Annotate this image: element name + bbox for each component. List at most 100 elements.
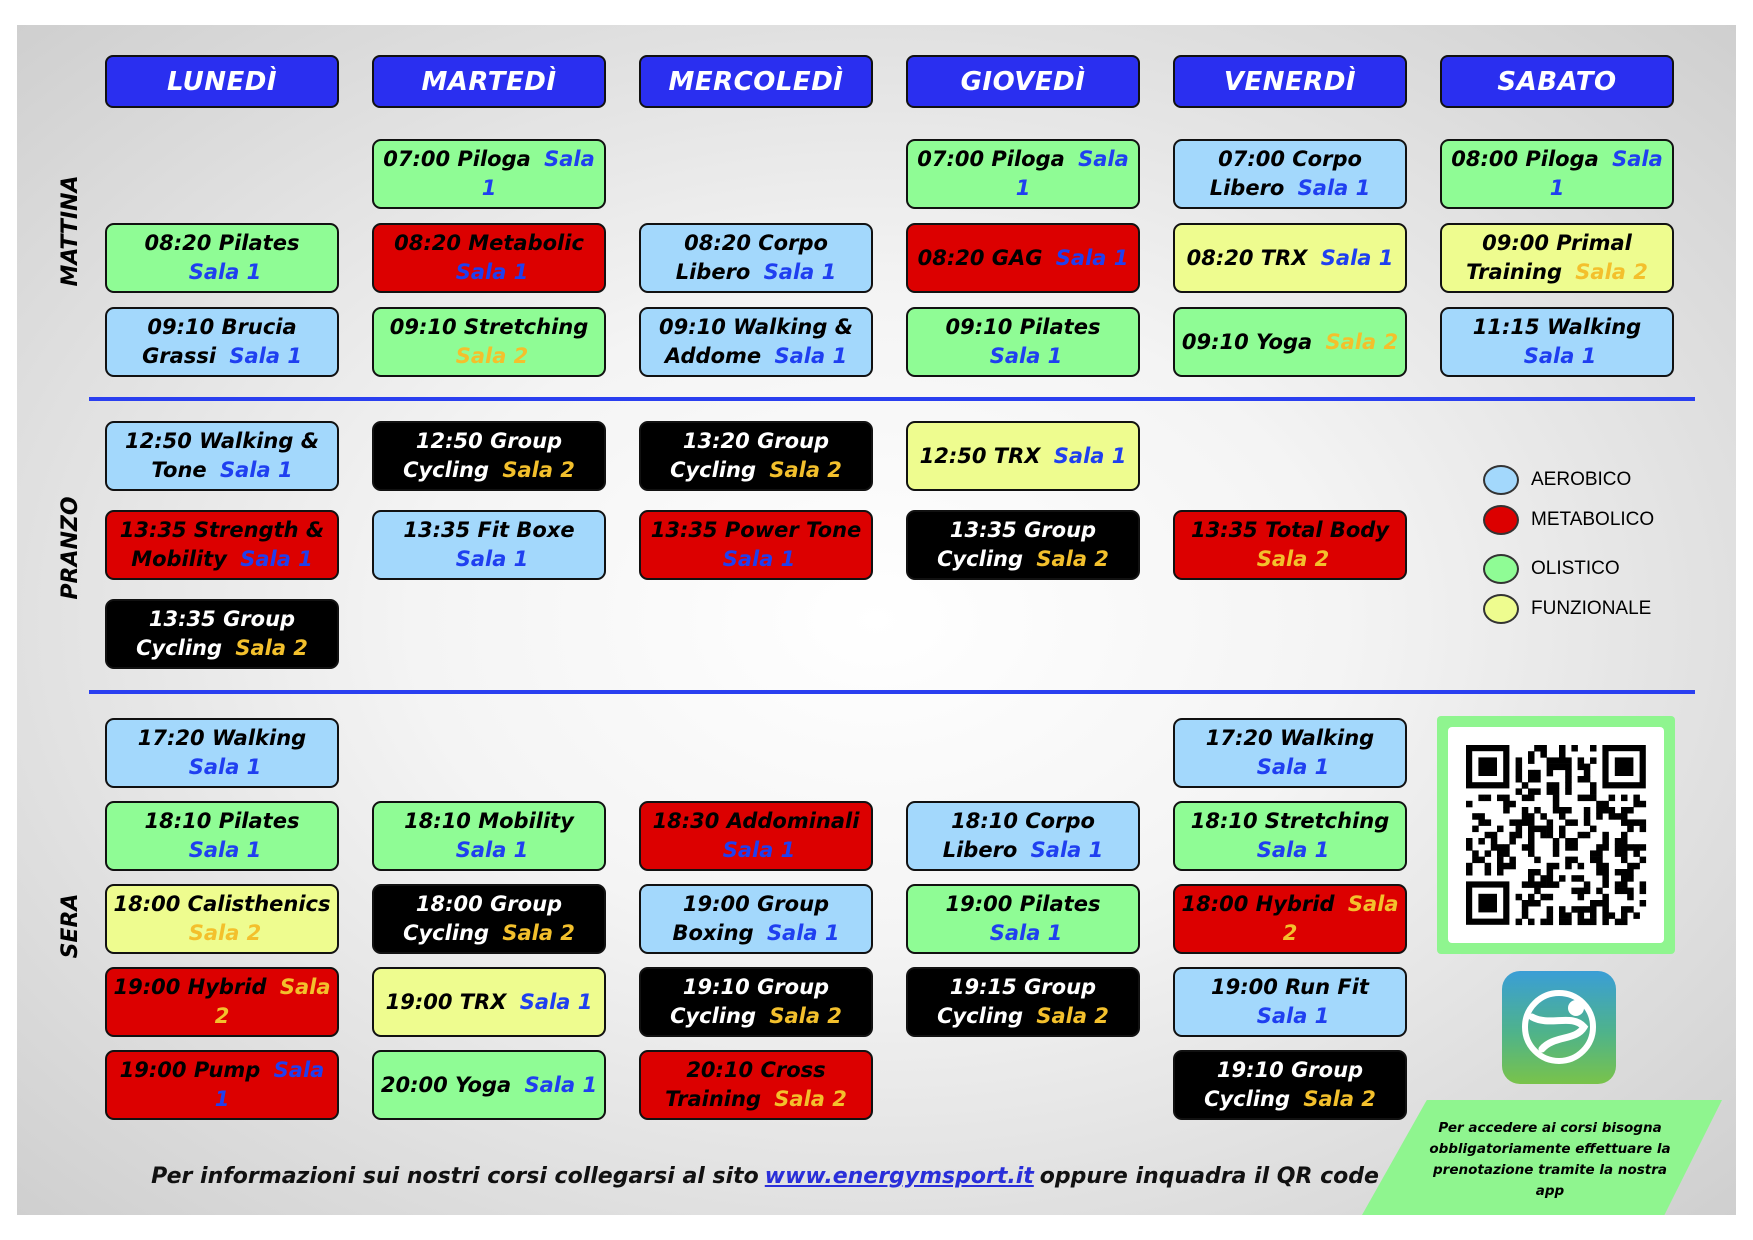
- class-card-text: 09:10 Stretching Sala 2: [380, 313, 598, 371]
- class-card[interactable]: 19:00 Group Boxing Sala 1: [639, 884, 873, 954]
- class-card[interactable]: 19:15 Group Cycling Sala 2: [906, 967, 1140, 1037]
- class-card[interactable]: 18:00 Hybrid Sala 2: [1173, 884, 1407, 954]
- class-card[interactable]: 13:35 Group Cycling Sala 2: [906, 510, 1140, 580]
- legend-color-swatch: [1483, 465, 1519, 495]
- class-card[interactable]: 18:30 Addominali Sala 1: [639, 801, 873, 871]
- class-card[interactable]: 19:10 Group Cycling Sala 2: [1173, 1050, 1407, 1120]
- class-room: Sala 1: [214, 1058, 325, 1111]
- class-name: 13:35 Power Tone: [650, 518, 862, 542]
- class-card-text: 08:20 Metabolic Sala 1: [380, 229, 598, 287]
- legend-label: OLISTICO: [1531, 558, 1620, 579]
- class-card[interactable]: 13:35 Total Body Sala 2: [1173, 510, 1407, 580]
- class-card-text: 08:20 GAG Sala 1: [918, 244, 1129, 273]
- class-name: 18:00 Group Cycling: [403, 892, 563, 945]
- class-card[interactable]: 12:50 Walking & Tone Sala 1: [105, 421, 339, 491]
- class-room: Sala 1: [519, 989, 593, 1014]
- class-card[interactable]: 19:00 Hybrid Sala 2: [105, 967, 339, 1037]
- class-card[interactable]: 09:10 Pilates Sala 1: [906, 307, 1140, 377]
- class-room: Sala 1: [1256, 838, 1330, 862]
- booking-notice-text: Per accedere ai corsi bisogna obbligator…: [1429, 1120, 1671, 1199]
- class-room: Sala 2: [1325, 329, 1399, 354]
- class-card-text: 18:30 Addominali Sala 1: [647, 807, 865, 865]
- class-name: 18:30 Addominali: [652, 809, 860, 833]
- class-card[interactable]: 08:20 Metabolic Sala 1: [372, 223, 606, 293]
- class-name: 09:10 Brucia Grassi: [142, 315, 297, 368]
- class-card[interactable]: 20:00 Yoga Sala 1: [372, 1050, 606, 1120]
- class-card[interactable]: 08:20 TRX Sala 1: [1173, 223, 1407, 293]
- legend-item: FUNZIONALE: [1483, 593, 1651, 625]
- class-card[interactable]: 09:10 Yoga Sala 2: [1173, 307, 1407, 377]
- class-room: Sala 1: [989, 344, 1063, 368]
- class-card[interactable]: 09:10 Walking & Addome Sala 1: [639, 307, 873, 377]
- app-logo-icon[interactable]: [1502, 971, 1616, 1084]
- class-card-text: 08:20 TRX Sala 1: [1187, 244, 1394, 273]
- class-card-text: 12:50 TRX Sala 1: [920, 442, 1127, 471]
- class-card[interactable]: 20:10 Cross Training Sala 2: [639, 1050, 873, 1120]
- class-card[interactable]: 08:20 Corpo Libero Sala 1: [639, 223, 873, 293]
- class-card[interactable]: 13:35 Group Cycling Sala 2: [105, 599, 339, 669]
- website-link[interactable]: www.energymsport.it: [764, 1163, 1034, 1189]
- class-name: 17:20 Walking: [1205, 726, 1375, 750]
- class-card[interactable]: 08:20 Pilates Sala 1: [105, 223, 339, 293]
- class-card[interactable]: 08:20 GAG Sala 1: [906, 223, 1140, 293]
- class-name: 19:00 Run Fit: [1211, 975, 1369, 999]
- class-room: Sala 1: [1523, 344, 1597, 368]
- legend-color-swatch: [1483, 505, 1519, 535]
- class-name: 08:20 GAG: [917, 245, 1043, 270]
- class-room: Sala 2: [214, 975, 331, 1028]
- qr-code-icon[interactable]: [1448, 727, 1664, 943]
- class-card-text: 19:00 Group Boxing Sala 1: [647, 890, 865, 948]
- class-room: Sala 2: [1036, 547, 1109, 571]
- class-card-text: 11:15 Walking Sala 1: [1448, 313, 1666, 371]
- class-name: 13:35 Group Cycling: [136, 607, 296, 660]
- class-card-text: 18:10 Stretching Sala 1: [1181, 807, 1399, 865]
- class-card[interactable]: 11:15 Walking Sala 1: [1440, 307, 1674, 377]
- class-card-text: 18:00 Group Cycling Sala 2: [380, 890, 598, 948]
- class-name: 07:00 Piloga: [383, 147, 531, 171]
- class-card[interactable]: 19:10 Group Cycling Sala 2: [639, 967, 873, 1037]
- class-card[interactable]: 12:50 TRX Sala 1: [906, 421, 1140, 491]
- class-room: Sala 2: [1256, 547, 1330, 571]
- class-card-text: 07:00 Corpo Libero Sala 1: [1181, 145, 1399, 203]
- class-card[interactable]: 08:00 Piloga Sala 1: [1440, 139, 1674, 209]
- class-card[interactable]: 18:10 Stretching Sala 1: [1173, 801, 1407, 871]
- class-card[interactable]: 18:10 Pilates Sala 1: [105, 801, 339, 871]
- class-name: 09:10 Pilates: [945, 315, 1101, 339]
- class-card-text: 09:10 Pilates Sala 1: [914, 313, 1132, 371]
- class-card-text: 07:00 Piloga Sala 1: [380, 145, 598, 203]
- class-card[interactable]: 13:20 Group Cycling Sala 2: [639, 421, 873, 491]
- class-card[interactable]: 13:35 Fit Boxe Sala 1: [372, 510, 606, 580]
- class-card[interactable]: 07:00 Piloga Sala 1: [372, 139, 606, 209]
- class-card-text: 13:35 Strength & Mobility Sala 1: [113, 516, 331, 574]
- class-card[interactable]: 18:00 Group Cycling Sala 2: [372, 884, 606, 954]
- class-room: Sala 2: [502, 921, 575, 945]
- class-card[interactable]: 18:10 Corpo Libero Sala 1: [906, 801, 1140, 871]
- class-card[interactable]: 18:00 Calisthenics Sala 2: [105, 884, 339, 954]
- class-card[interactable]: 09:10 Stretching Sala 2: [372, 307, 606, 377]
- class-room: Sala 2: [1036, 1004, 1109, 1028]
- class-card-text: 19:00 Pilates Sala 1: [914, 890, 1132, 948]
- class-card[interactable]: 13:35 Power Tone Sala 1: [639, 510, 873, 580]
- class-card-text: 08:20 Corpo Libero Sala 1: [647, 229, 865, 287]
- class-card[interactable]: 19:00 Run Fit Sala 1: [1173, 967, 1407, 1037]
- class-card[interactable]: 17:20 Walking Sala 1: [1173, 718, 1407, 788]
- class-card[interactable]: 12:50 Group Cycling Sala 2: [372, 421, 606, 491]
- class-name: 08:20 Metabolic: [394, 231, 584, 255]
- class-card[interactable]: 19:00 Pump Sala 1: [105, 1050, 339, 1120]
- class-room: Sala 1: [1256, 755, 1330, 779]
- class-card[interactable]: 07:00 Piloga Sala 1: [906, 139, 1140, 209]
- class-card-text: 19:00 TRX Sala 1: [386, 988, 593, 1017]
- class-room: Sala 1: [455, 838, 529, 862]
- legend-item: METABOLICO: [1483, 504, 1654, 536]
- class-name: 08:20 Corpo Libero: [675, 231, 828, 284]
- class-card[interactable]: 13:35 Strength & Mobility Sala 1: [105, 510, 339, 580]
- class-card[interactable]: 09:10 Brucia Grassi Sala 1: [105, 307, 339, 377]
- class-name: 08:00 Piloga: [1451, 147, 1599, 171]
- class-card[interactable]: 09:00 Primal Training Sala 2: [1440, 223, 1674, 293]
- class-card[interactable]: 17:20 Walking Sala 1: [105, 718, 339, 788]
- class-card[interactable]: 19:00 TRX Sala 1: [372, 967, 606, 1037]
- class-card[interactable]: 07:00 Corpo Libero Sala 1: [1173, 139, 1407, 209]
- class-room: Sala 2: [1575, 260, 1648, 284]
- class-card[interactable]: 19:00 Pilates Sala 1: [906, 884, 1140, 954]
- class-card[interactable]: 18:10 Mobility Sala 1: [372, 801, 606, 871]
